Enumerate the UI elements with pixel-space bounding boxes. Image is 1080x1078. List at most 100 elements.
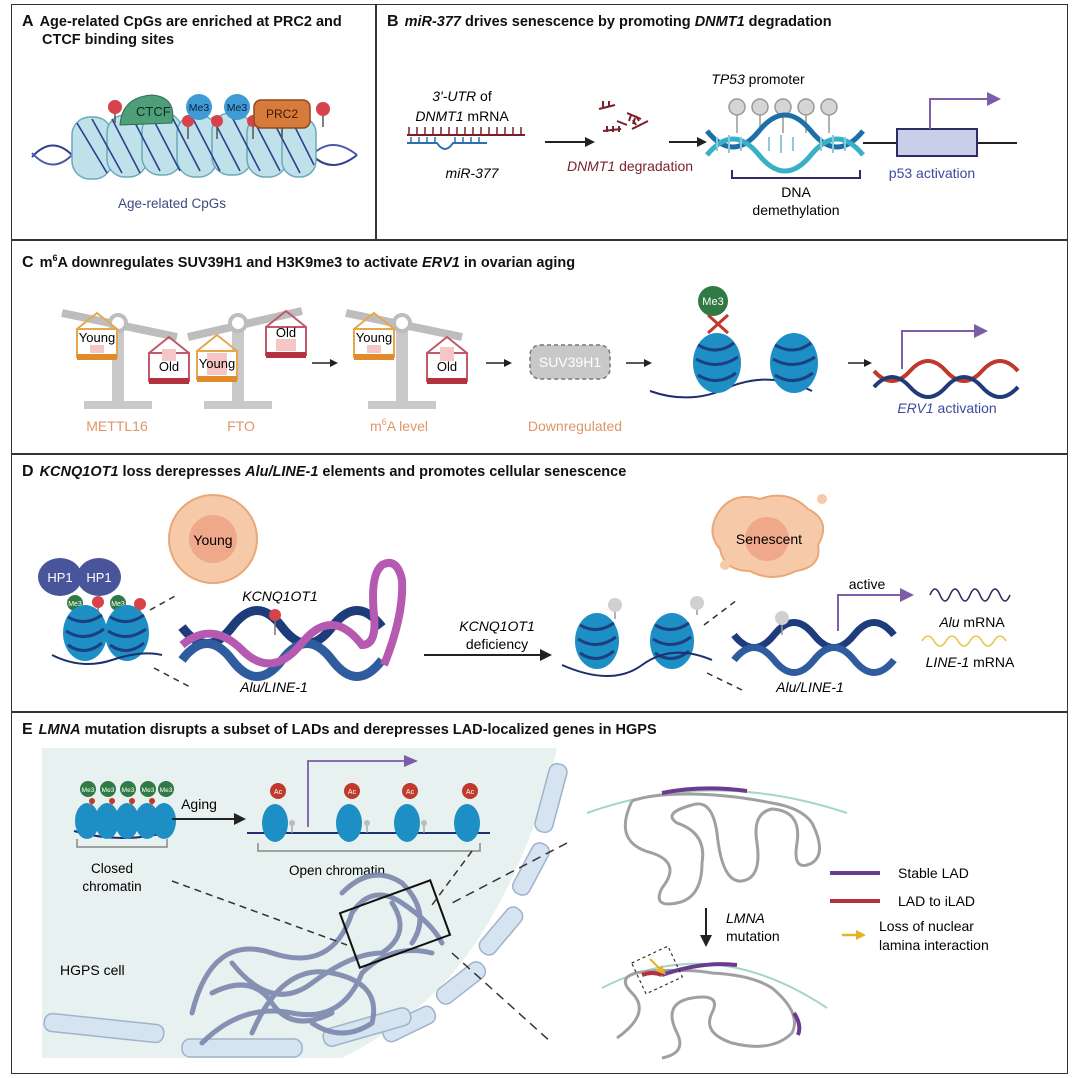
- me3-label: Me3: [142, 787, 155, 794]
- cpg-lollipop: [269, 609, 281, 621]
- legend-label: Stable LAD: [898, 865, 969, 881]
- demethylation-label: DNA: [781, 184, 811, 200]
- kcnq1ot1-rna: [179, 558, 407, 668]
- dna-linker: [561, 651, 713, 677]
- hp1-protein: [77, 558, 121, 596]
- old-label: Old: [276, 325, 296, 340]
- stable-lad-segment: [792, 1011, 802, 1036]
- panel-c-illustration: Young Old METTL16 Young Ol: [61, 286, 1020, 434]
- arrow-head: [864, 359, 872, 367]
- dna-helix: [705, 112, 865, 174]
- title-text: Age-related CpGs are enriched at PRC2 an…: [39, 14, 342, 30]
- old-label: Old: [437, 359, 457, 374]
- young-box: [76, 311, 118, 360]
- m6a-level-label: m6A level: [370, 417, 428, 434]
- nucleus: [189, 515, 237, 563]
- panel-letter: E: [22, 721, 33, 738]
- panel-letter: C: [22, 253, 34, 271]
- deficiency-label: KCNQ1OT1: [459, 618, 534, 634]
- closed-chromatin-label: Closed: [91, 861, 133, 876]
- nucleus: [745, 517, 789, 561]
- arrow-head: [504, 359, 512, 367]
- transcription-arrow: [837, 594, 902, 631]
- alu-line1-label: Alu/LINE-1: [239, 679, 308, 695]
- title-text: loss derepresses: [118, 464, 246, 480]
- arrow-head: [540, 649, 552, 661]
- ac-label: Ac: [348, 789, 357, 796]
- prc2-complex: [253, 99, 311, 129]
- utr-label-line1: 3'-UTR of: [432, 88, 492, 104]
- old-box: [265, 309, 307, 358]
- me3-mark: [186, 94, 212, 120]
- active-label: active: [849, 576, 886, 592]
- line1-mrna-label: LINE-1 mRNA: [926, 654, 1015, 670]
- deficiency-label: deficiency: [466, 636, 528, 652]
- utr-label-line2: DNMT1 mRNA: [415, 108, 509, 124]
- cell-fragment: [720, 560, 730, 570]
- young-box: [196, 333, 238, 382]
- alu-line1-helix: [731, 619, 897, 676]
- alu-line1-label: Alu/LINE-1: [775, 679, 844, 695]
- closed-bracket: [76, 839, 168, 848]
- cpg-lollipops: [92, 596, 146, 613]
- hp1-label: HP1: [86, 570, 111, 585]
- lmna-mutation-label: LMNA: [726, 910, 765, 926]
- panel-letter: D: [22, 463, 34, 480]
- mettl16-label: METTL16: [86, 418, 148, 434]
- alu-line1-helix: [178, 606, 386, 681]
- tp53-promoter-label: TP53 promoter: [711, 71, 805, 87]
- me3-label: Me3: [68, 601, 82, 608]
- young-label: Young: [79, 330, 115, 345]
- arrow-head: [330, 359, 338, 367]
- loss-arrow: [649, 958, 661, 970]
- panel-letter: B: [387, 13, 399, 30]
- erv1-helix: [872, 359, 1020, 399]
- young-label: Young: [199, 356, 235, 371]
- loss-arrow-head: [656, 965, 666, 975]
- cpg-lollipop-unmethylated: [775, 611, 789, 625]
- me3-label: Me3: [111, 601, 125, 608]
- title-text: KCNQ1OT1: [39, 464, 119, 480]
- young-label: Young: [193, 532, 232, 548]
- hp1-protein: [38, 558, 82, 596]
- alu-mrna-label: Alu mRNA: [938, 614, 1005, 630]
- zoom-lines: [451, 842, 568, 1044]
- open-chromatin-label: Open chromatin: [289, 863, 385, 878]
- panel-d-illustration: HP1 HP1 Me3 Me3 Young KCNQ1OT1: [38, 494, 1015, 695]
- zoom-lines: [703, 599, 743, 691]
- suv39h1-label: SUV39H1: [539, 354, 601, 370]
- transcription-arrow-head: [404, 755, 418, 767]
- nucleosome: [770, 333, 818, 393]
- me3-mark: [698, 286, 728, 316]
- fto-label: FTO: [227, 418, 255, 434]
- stable-lad-segment: [661, 786, 748, 795]
- transcription-arrow-head: [987, 92, 1001, 106]
- arrow-head: [700, 935, 712, 947]
- cross-icon: [706, 313, 730, 335]
- nucleus-region: [42, 748, 557, 1058]
- me3-label: Me3: [82, 787, 95, 794]
- unmethylated-cpgs: [289, 820, 427, 833]
- tangled-chromatin: [189, 872, 445, 1046]
- title-text: LMNA: [38, 722, 81, 738]
- title-text: CTCF binding sites: [42, 32, 175, 48]
- cpg-caption: Age-related CpGs: [118, 196, 226, 211]
- nucleosome: [575, 613, 619, 669]
- nucleosome: [63, 605, 107, 661]
- panel-e-illustration: Me3 Me3 Me3 Me3 Me3 Closed chromatin Agi…: [42, 748, 989, 1060]
- young-box: [353, 311, 395, 360]
- title-text: A downregulates SUV39H1 and H3K9me3 to a…: [57, 254, 422, 271]
- downregulated-label: Downregulated: [528, 418, 622, 434]
- me3-mark: [224, 94, 250, 120]
- mrna-strand: [407, 127, 525, 150]
- me3-marks: [80, 781, 174, 797]
- title-text: 6: [52, 253, 58, 263]
- transcription-arrow-head: [900, 588, 914, 602]
- panel-a-illustration: CTCF Me3 Me3 PRC2 Age-related CpGs: [31, 94, 358, 211]
- open-bracket: [257, 843, 481, 852]
- ctcf-label: CTCF: [136, 104, 171, 119]
